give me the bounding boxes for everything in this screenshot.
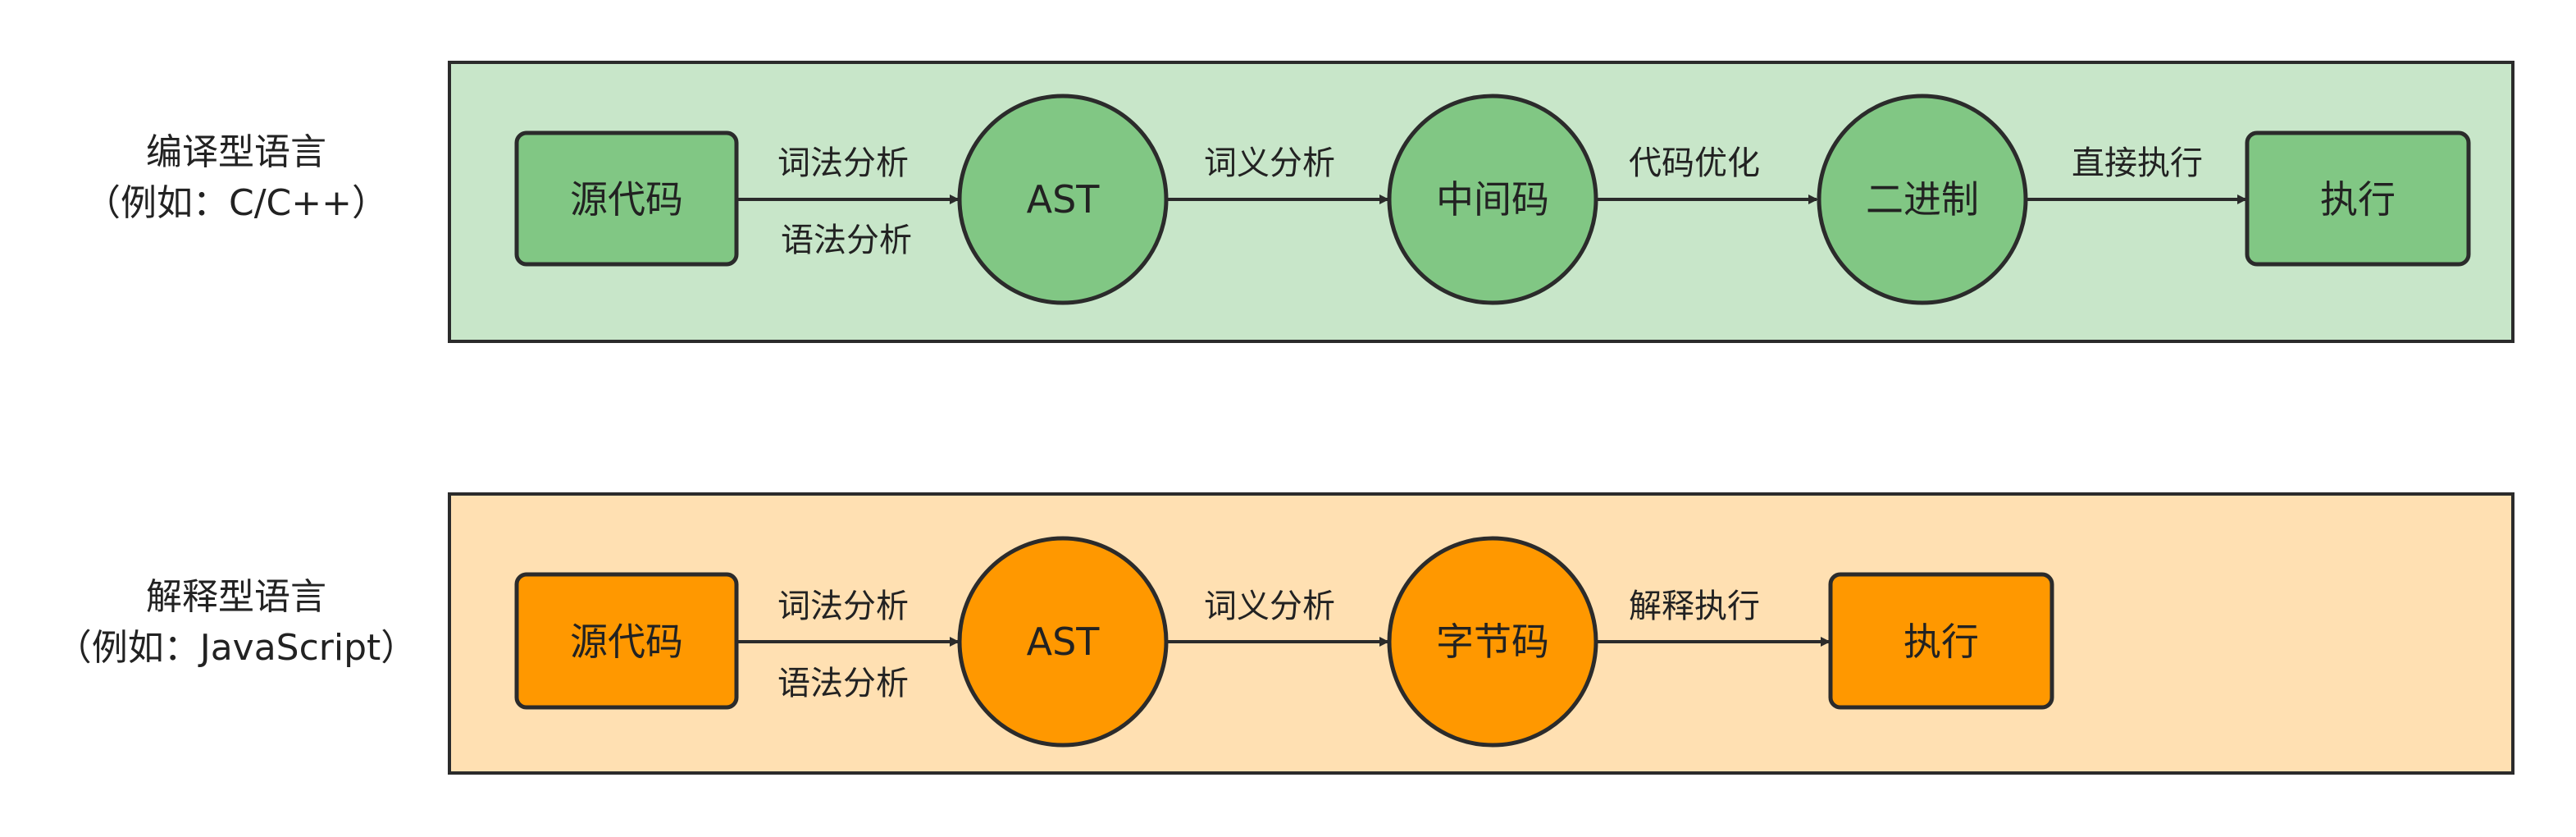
interpreted-node-source-code-label: 源代码 [570,620,683,664]
compiled-label-line2: （例如：C/C++） [84,182,388,224]
interpreted-edge-3-top-label: 解释执行 [1629,588,1760,625]
interpreted-node-ast [957,536,1169,748]
compiled-edge-2-top-label: 词义分析 [1204,144,1335,182]
compiled-node-intermediate-code [1387,94,1598,305]
compiled-row: 编译型语言 （例如：C/C++） 词法分析 语法分析 词义分析 代码优化 直接执… [84,61,2514,343]
compiled-edge-1-bottom-label: 语法分析 [781,222,912,259]
compiled-label-line1: 编译型语言 [146,131,326,173]
interpreted-node-execute [1828,572,2054,710]
compiled-edge-1-top-label: 词法分析 [777,144,909,182]
interpreted-node-ast-label: AST [1027,620,1101,664]
interpreted-row: 解释型语言 （例如：JavaScript） 词法分析 语法分析 词义分析 解释执… [56,492,2514,775]
interpreted-node-execute-label: 执行 [1904,620,1979,664]
compiled-node-source-code [514,130,739,267]
compiled-edge-3-top-label: 代码优化 [1629,144,1760,182]
compiled-node-ast [957,94,1169,305]
interpreted-label-line2: （例如：JavaScript） [56,627,417,669]
interpreted-edge-1-bottom-label: 语法分析 [777,665,909,702]
compiled-node-source-code-label: 源代码 [570,177,683,222]
compiled-edge-4-top-label: 直接执行 [2072,144,2203,182]
interpreted-edge-2-top-label: 词义分析 [1204,588,1335,625]
compiled-node-execute-label: 执行 [2320,177,2396,222]
interpreted-node-source-code [514,572,739,710]
compiled-node-binary [1817,94,2028,305]
interpreted-edge-1-top-label: 词法分析 [777,588,909,625]
interpreted-node-bytecode [1387,536,1598,748]
interpreted-node-bytecode-label: 字节码 [1436,620,1549,664]
compiled-node-execute [2245,130,2471,267]
compiled-node-intermediate-code-label: 中间码 [1436,177,1549,222]
compiled-node-binary-label: 二进制 [1866,177,1979,222]
interpreted-label-line1: 解释型语言 [146,576,326,618]
compiled-node-ast-label: AST [1027,177,1101,222]
